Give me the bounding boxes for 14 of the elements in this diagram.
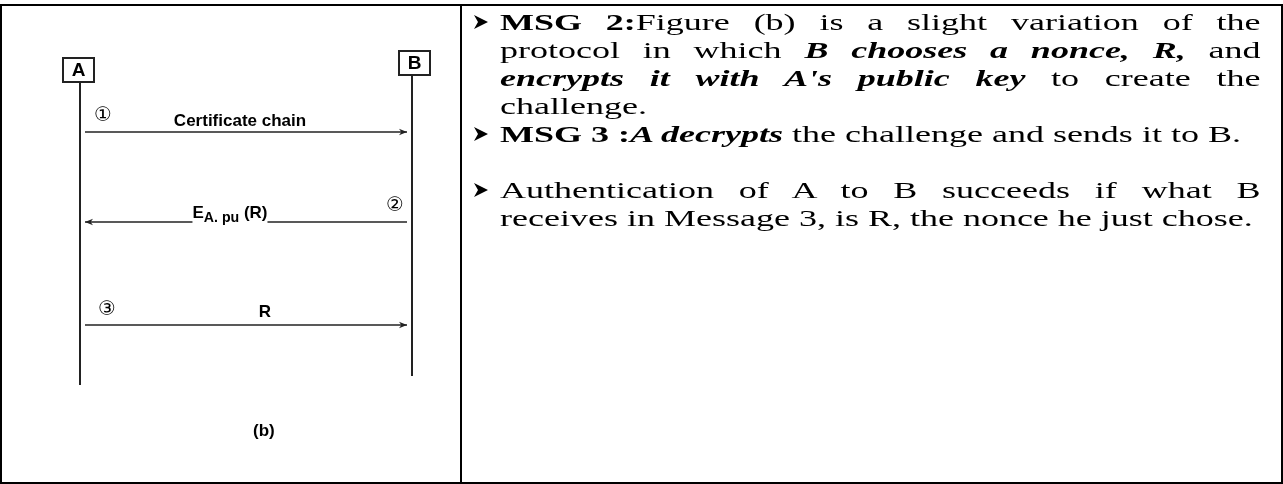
- figure-label: (b): [253, 422, 275, 439]
- bullet-text: Authentication of A to B succeeds if what B receives in Message 3, is R, the nonce he just chose.: [500, 176, 1261, 232]
- message-arrow: [84, 321, 408, 329]
- bullet-text: MSG 3 :A decrypts the challenge and sends it to B.: [500, 120, 1242, 148]
- edge-label: Certificate chain: [173, 112, 307, 129]
- bullet-text: MSG 2:Figure (b) is a slight variation of the protocol in which B chooses a nonce, R, and encrypts it with A's public key to create the challenge.: [500, 8, 1261, 120]
- step-number: ②: [386, 194, 404, 214]
- message-arrow: [84, 128, 408, 136]
- edge-label: E$_{A. pu}$ (R): [192, 204, 268, 225]
- participant-box: A: [62, 57, 95, 83]
- participant-box: B: [398, 50, 431, 76]
- edge-label: R: [258, 303, 272, 320]
- step-number: ①: [94, 104, 112, 124]
- step-number: ③: [98, 298, 116, 318]
